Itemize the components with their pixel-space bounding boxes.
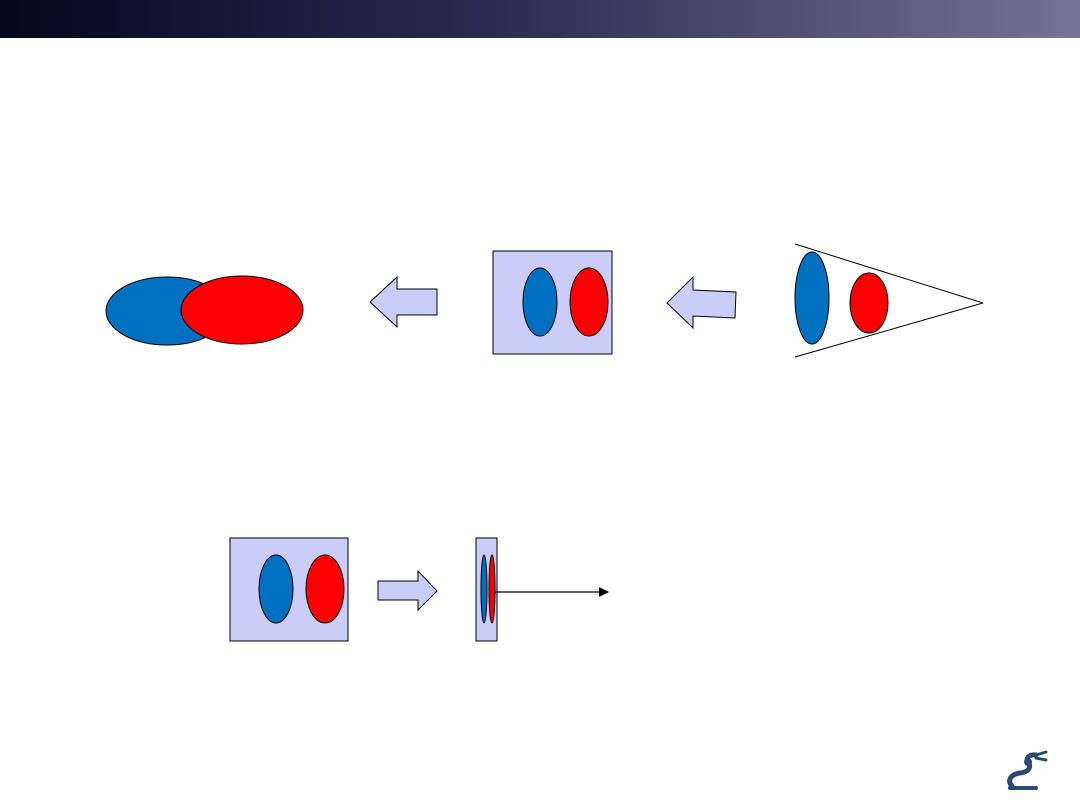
projection-axis-arrowhead bbox=[599, 587, 609, 597]
left-arrow-2 bbox=[666, 275, 737, 330]
blue-ellipse-plane bbox=[522, 267, 558, 337]
overlapping-ellipses bbox=[105, 275, 304, 346]
edge-on-plane bbox=[475, 537, 609, 642]
image-plane-top bbox=[492, 250, 613, 355]
blue-ellipse-bottom bbox=[258, 554, 294, 624]
title-bar bbox=[0, 0, 1080, 38]
right-arrow bbox=[377, 569, 438, 612]
blue-ellipse-edge bbox=[480, 554, 488, 624]
view-cone bbox=[794, 243, 984, 358]
red-ellipse-plane bbox=[569, 267, 609, 337]
robot-arm-icon bbox=[1007, 750, 1048, 790]
cone-line-upper bbox=[794, 243, 984, 304]
red-ellipse-bottom bbox=[305, 554, 345, 624]
blue-ellipse-cone bbox=[794, 251, 830, 345]
red-ellipse-overlap bbox=[180, 275, 304, 345]
left-arrow-1 bbox=[369, 275, 438, 329]
red-ellipse-cone bbox=[849, 272, 889, 334]
cone-line-lower bbox=[794, 302, 984, 358]
image-plane-bottom bbox=[229, 537, 349, 642]
red-ellipse-edge bbox=[488, 554, 496, 624]
